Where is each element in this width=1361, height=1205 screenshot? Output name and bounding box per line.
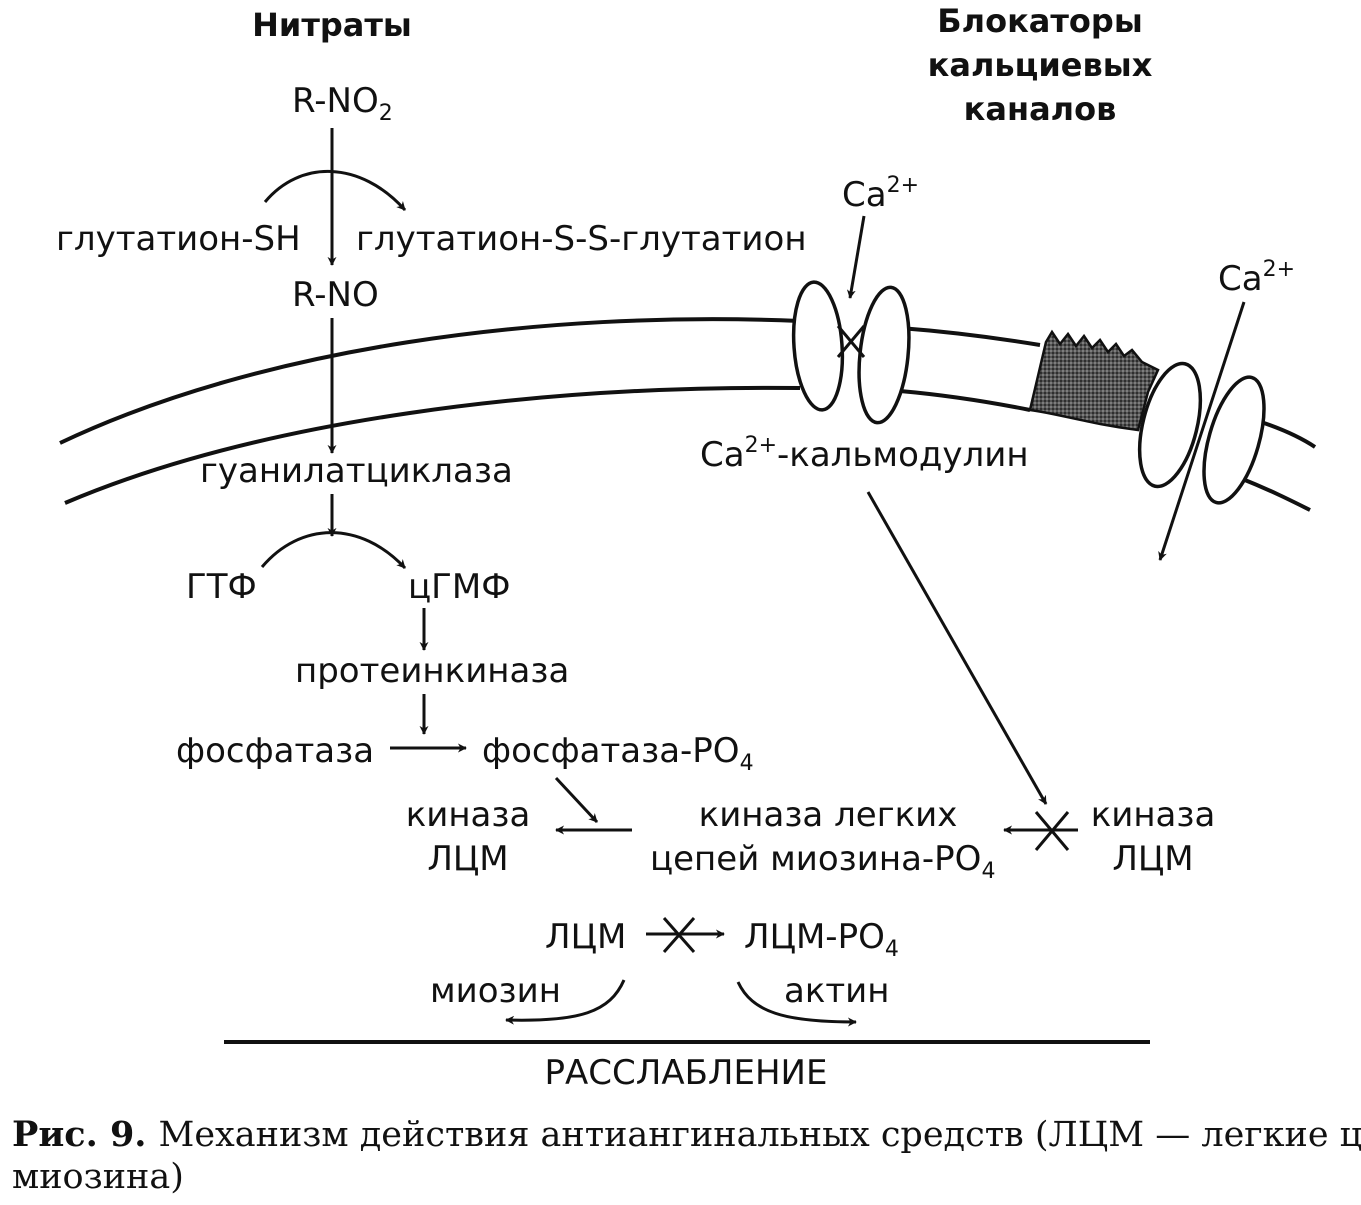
- mlck-left-line1: киназа: [406, 795, 531, 835]
- cgmp-label: цГМФ: [408, 567, 510, 607]
- guanylate-cyclase-label: гуанилатциклаза: [200, 451, 513, 491]
- protein-kinase-label: протеинкиназа: [295, 651, 569, 691]
- ca-calmodulin-label: Ca2+-кальмодулин: [700, 433, 1029, 475]
- mlck-right-line1: киназа: [1091, 795, 1216, 835]
- glutathione-ssg-label: глутатион-S-S-глутатион: [356, 219, 807, 259]
- arrow-gtp-to-cgmp: [260, 531, 407, 570]
- actin-label: актин: [784, 971, 890, 1011]
- ca-right-label: Ca2+: [1218, 257, 1295, 299]
- lcm-po4-label: ЛЦМ-PO4: [744, 917, 899, 962]
- mlck-left-line2: ЛЦМ: [427, 839, 508, 879]
- r-no2-label: R-NO2: [292, 81, 393, 126]
- blockers-title-line3: каналов: [964, 90, 1117, 128]
- cell-membrane: [59, 317, 1317, 512]
- block-x-lcm-b: [662, 917, 696, 953]
- phosphatase-label: фосфатаза: [176, 731, 374, 771]
- block-x-kinase-b: [1034, 811, 1070, 851]
- arrow-phosphatase-po4-to-mlck: [554, 776, 599, 824]
- blockers-title-line2: кальциевых: [928, 46, 1153, 84]
- gtp-label: ГТФ: [186, 567, 257, 607]
- relaxation-label: РАССЛАБЛЕНИЕ: [545, 1053, 828, 1093]
- blockers-title-line1: Блокаторы: [937, 2, 1143, 40]
- arrow-glutathione-oxidation: [263, 170, 407, 212]
- arrow-to-actin: [736, 981, 857, 1027]
- figure-caption-line2: миозина): [12, 1157, 184, 1197]
- nitrates-title: Нитраты: [252, 6, 412, 44]
- ca-left-label: Ca2+: [842, 173, 919, 215]
- glutathione-sh-label: глутатион-SH: [56, 219, 301, 259]
- calcium-channel-open: [1137, 361, 1266, 505]
- arrow-to-myosin: [505, 979, 626, 1025]
- r-no-label: R-NO: [292, 275, 379, 315]
- membrane-pump-shaded: [1028, 329, 1160, 432]
- mlck-po4-line2: цепей миозина-PO4: [650, 839, 995, 884]
- phosphatase-po4-label: фосфатаза-PO4: [482, 731, 754, 776]
- calcium-channel-blocked: [791, 280, 911, 425]
- mlck-right-line2: ЛЦМ: [1112, 839, 1193, 879]
- mlck-po4-line1: киназа легких: [699, 795, 958, 835]
- lcm-label: ЛЦМ: [545, 917, 626, 957]
- myosin-label: миозин: [430, 971, 561, 1011]
- arrow-ca-into-channel: [846, 215, 866, 299]
- arrow-calmodulin-to-kinase: [866, 491, 1048, 805]
- figure-caption-line1: Рис. 9.Механизм действия антиангинальных…: [12, 1114, 1361, 1155]
- arrow-ca-through-channel: [1158, 301, 1246, 561]
